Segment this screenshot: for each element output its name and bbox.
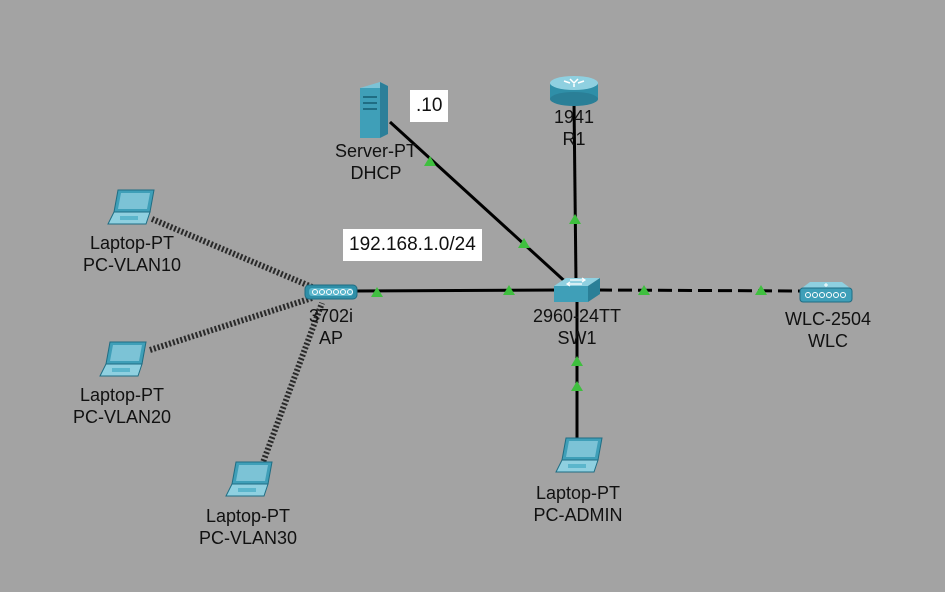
laptop-vlan20-name: PC-VLAN20 (72, 407, 172, 427)
wireless-link-vlan10[interactable] (150, 216, 314, 290)
wired-links (355, 101, 803, 440)
link-server-switch[interactable] (388, 120, 572, 288)
switch-label: 2960-24TT SW1 (512, 305, 642, 349)
laptop-admin-model: Laptop-PT (535, 483, 621, 503)
laptop-admin-name: PC-ADMIN (533, 505, 623, 525)
port-status-indicators (371, 156, 767, 391)
link-ap-switch[interactable] (355, 288, 561, 293)
access-point-icon[interactable] (304, 282, 358, 302)
ap-model: 3702i (308, 306, 354, 326)
link-router-switch[interactable] (572, 101, 578, 283)
laptop-icon[interactable] (98, 340, 150, 380)
laptop-vlan20-label: Laptop-PT PC-VLAN20 (52, 384, 192, 428)
laptop-admin-label: Laptop-PT PC-ADMIN (508, 482, 648, 526)
router-label: 1941 R1 (524, 106, 624, 150)
wireless-links (149, 216, 325, 467)
laptop-vlan30-name: PC-VLAN30 (198, 528, 298, 548)
server-icon[interactable] (356, 82, 390, 140)
port-up-indicator (569, 214, 581, 224)
wireless-controller-icon[interactable] (798, 280, 854, 306)
link-switch-wlc[interactable] (597, 288, 803, 293)
port-up-indicator (503, 285, 515, 295)
laptop-vlan30-model: Laptop-PT (205, 506, 291, 526)
port-up-indicator (571, 381, 583, 391)
server-label: Server-PT DHCP (316, 140, 436, 184)
laptop-vlan10-model: Laptop-PT (89, 233, 175, 253)
laptop-vlan10-label: Laptop-PT PC-VLAN10 (62, 232, 202, 276)
server-ip-note[interactable]: .10 (410, 90, 449, 122)
wireless-link-vlan20[interactable] (149, 295, 313, 353)
port-up-indicator (424, 156, 436, 166)
router-icon[interactable] (548, 74, 600, 106)
wlc-label: WLC-2504 WLC (768, 308, 888, 352)
port-up-indicator (518, 238, 530, 248)
laptop-icon[interactable] (224, 460, 276, 500)
laptop-icon[interactable] (554, 436, 606, 476)
router-model: 1941 (553, 107, 595, 127)
switch-model: 2960-24TT (532, 306, 622, 326)
switch-name: SW1 (557, 328, 597, 348)
switch-icon[interactable] (552, 276, 602, 306)
server-model: Server-PT (334, 141, 417, 161)
server-name: DHCP (350, 163, 402, 183)
network-note[interactable]: 192.168.1.0/24 (343, 229, 482, 261)
port-up-indicator (755, 285, 767, 295)
port-up-indicator (371, 287, 383, 297)
ap-name: AP (318, 328, 343, 348)
laptop-vlan10-name: PC-VLAN10 (82, 255, 182, 275)
router-name: R1 (562, 129, 586, 149)
laptop-vlan30-label: Laptop-PT PC-VLAN30 (178, 505, 318, 549)
port-up-indicator (571, 356, 583, 366)
laptop-vlan20-model: Laptop-PT (79, 385, 165, 405)
wlc-model: WLC-2504 (784, 309, 872, 329)
wireless-link-vlan30[interactable] (259, 301, 325, 467)
port-up-indicator (638, 285, 650, 295)
wlc-name: WLC (808, 331, 848, 351)
laptop-icon[interactable] (106, 188, 158, 228)
ap-label: 3702i AP (281, 305, 381, 349)
